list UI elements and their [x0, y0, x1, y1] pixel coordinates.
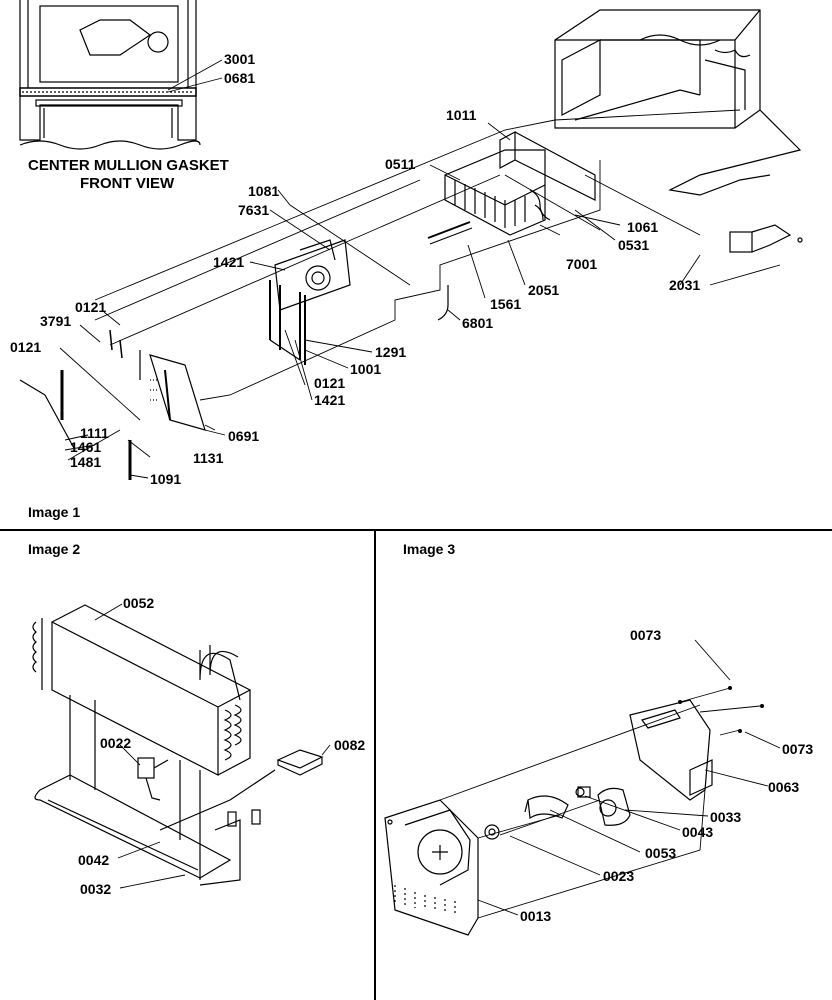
explosion-lines-image3	[439, 687, 761, 919]
part-label-1291: 1291	[375, 344, 407, 360]
front-grille-0691	[139, 350, 206, 431]
part-label-2051: 2051	[528, 282, 560, 298]
fan-shroud	[274, 239, 351, 311]
part-label-1421-bottom: 1421	[314, 392, 346, 408]
inset-title-line2: FRONT VIEW	[80, 175, 175, 192]
part-label-0013: 0013	[520, 908, 552, 924]
part-label-2031: 2031	[669, 277, 701, 293]
part-label-0033: 0033	[710, 809, 742, 825]
part-label-0063: 0063	[768, 779, 800, 795]
explosion-lines	[94, 109, 741, 431]
control-unit	[729, 224, 803, 253]
part-label-7631: 7631	[238, 202, 270, 218]
part-label-7001: 7001	[566, 256, 598, 272]
clamp-0053	[524, 795, 569, 820]
part-label-0082: 0082	[334, 737, 366, 753]
leader-lines-image3	[477, 639, 781, 916]
part-label-3001: 3001	[224, 51, 256, 67]
part-label-1011: 1011	[446, 107, 477, 123]
part-label-1061: 1061	[627, 219, 659, 235]
condenser-coil	[32, 604, 252, 776]
part-label-0022: 0022	[100, 735, 132, 751]
mullion-gasket-inset	[19, 0, 201, 150]
part-label-0121-b: 0121	[10, 339, 42, 355]
evaporator-coil	[444, 149, 551, 236]
part-label-0073-top: 0073	[630, 627, 662, 643]
part-label-0073-right: 0073	[782, 741, 814, 757]
part-label-0032: 0032	[80, 881, 112, 897]
part-label-0023: 0023	[603, 868, 635, 884]
evaporator-cover-1011	[499, 131, 596, 201]
part-label-0121-a: 0121	[75, 299, 107, 315]
fan-bracket-assembly	[384, 799, 479, 936]
defrost-drain-pan	[34, 695, 241, 886]
drain-tube	[437, 285, 449, 321]
part-label-0511: 0511	[385, 156, 416, 172]
part-label-0121-c: 0121	[314, 375, 346, 391]
terminal-block-0082	[276, 749, 324, 776]
part-label-3791: 3791	[40, 313, 72, 329]
inset-title-line1: CENTER MULLION GASKET	[28, 157, 229, 174]
part-label-1481: 1481	[70, 454, 102, 470]
part-label-1001: 1001	[350, 361, 382, 377]
part-label-1091: 1091	[150, 471, 182, 487]
part-label-1561: 1561	[490, 296, 522, 312]
divider-panel	[269, 280, 306, 365]
part-label-0531: 0531	[618, 237, 650, 253]
part-label-0691: 0691	[228, 428, 260, 444]
cabinet-housing	[554, 9, 802, 196]
fan-motor-0033	[575, 786, 631, 826]
part-label-0052: 0052	[123, 595, 155, 611]
image2-caption: Image 2	[28, 541, 81, 557]
part-label-0681: 0681	[224, 70, 256, 86]
part-label-1461: 1461	[70, 439, 102, 455]
fan-blade-0023	[484, 824, 500, 840]
part-label-0042: 0042	[78, 852, 110, 868]
part-label-1421-top: 1421	[213, 254, 245, 270]
screws-0073	[678, 686, 764, 733]
wire-connectors	[159, 769, 276, 831]
part-label-0043: 0043	[682, 824, 714, 840]
leader-lines-image2	[94, 603, 331, 889]
image1-caption: Image 1	[28, 504, 81, 520]
part-label-1131: 1131	[193, 450, 224, 466]
image3-caption: Image 3	[403, 541, 456, 557]
panel-dividers	[0, 529, 832, 1000]
thermostat-0022	[137, 757, 169, 801]
part-label-0053: 0053	[645, 845, 677, 861]
left-brackets	[19, 329, 132, 480]
part-label-6801: 6801	[462, 315, 494, 331]
part-label-1111: 1111	[80, 425, 109, 441]
motor-mount-bracket	[629, 699, 713, 801]
heater-2051	[427, 221, 473, 245]
part-label-1081: 1081	[248, 183, 280, 199]
leader-lines-image1	[59, 59, 781, 479]
